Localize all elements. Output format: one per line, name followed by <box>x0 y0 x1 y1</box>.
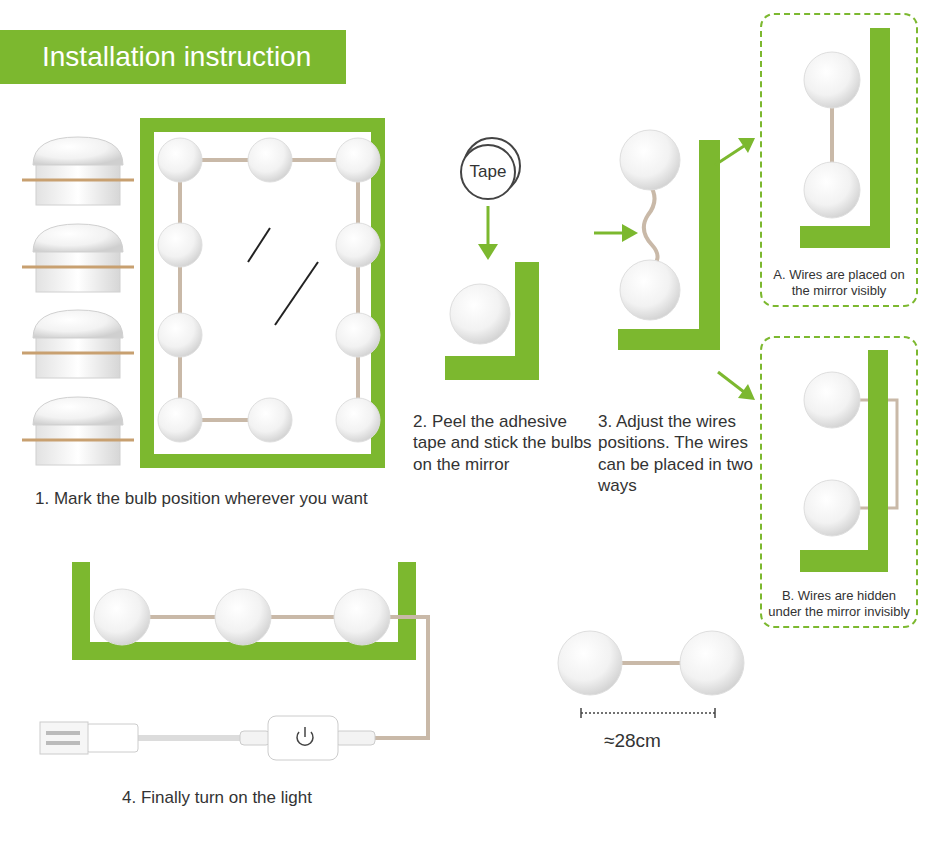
mirror-frame <box>147 125 380 461</box>
title-banner <box>0 30 346 84</box>
title-text: Installation instruction <box>42 40 311 74</box>
option-a-illustration <box>800 28 890 248</box>
bulb-side-views <box>22 137 134 465</box>
step3-illustration <box>594 130 755 400</box>
step-text: 1. Mark the bulb position wherever you w… <box>35 488 415 509</box>
step-text: 4. Finally turn on the light <box>122 787 422 808</box>
step-text: 3. Adjust the wires positions. The wires… <box>598 411 758 496</box>
step2-illustration <box>445 138 539 380</box>
option-box: B. Wires are hidden under the mirror inv… <box>760 336 918 628</box>
dimension-text: ≈28cm <box>604 729 714 753</box>
option-b-illustration <box>800 350 897 572</box>
node-text: Tape <box>470 161 507 182</box>
option-box: A. Wires are placed on the mirror visibl… <box>760 13 918 307</box>
step-text: 2. Peel the adhesive tape and stick the … <box>413 411 593 475</box>
tape-circle: Tape <box>460 144 516 200</box>
node-text: B. Wires are hidden under the mirror inv… <box>767 588 911 621</box>
dimension-illustration <box>558 631 744 718</box>
node-text: A. Wires are placed on the mirror visibl… <box>767 267 911 300</box>
step4-illustration <box>40 562 428 760</box>
